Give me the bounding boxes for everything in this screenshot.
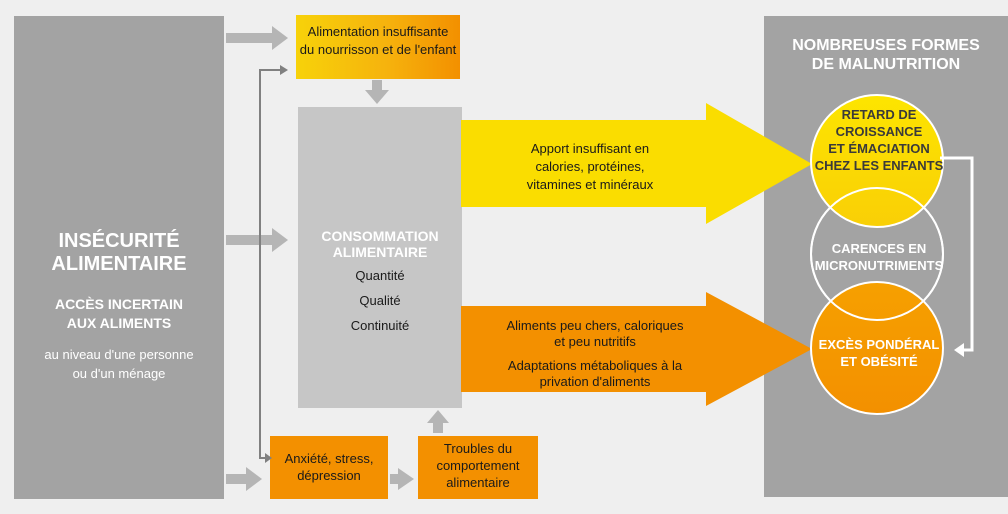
arrow-anxiety-to-troubles xyxy=(390,468,414,490)
insufficient-intake-line1: Apport insuffisant en xyxy=(530,141,650,156)
anxiety-line1: Anxiété, stress, xyxy=(284,451,374,466)
obesity-line1: EXCÈS PONDÉRAL xyxy=(818,337,940,352)
stunting-to-obesity-connector xyxy=(940,156,974,352)
uncertain-access-line1: ACCÈS INCERTAIN xyxy=(54,296,184,312)
stunting-label: RETARD DE CROISSANCE ET ÉMACIATION CHEZ … xyxy=(804,106,954,174)
arrow-to-anxiety xyxy=(226,467,262,491)
uncertain-access-label: ACCÈS INCERTAIN AUX ALIMENTS xyxy=(14,295,224,333)
cheap-foods-label: Aliments peu chers, caloriques et peu nu… xyxy=(490,318,700,350)
obesity-circle xyxy=(810,281,944,415)
arrow-to-infant-feeding xyxy=(226,26,288,50)
food-consumption-title-line2: ALIMENTAIRE xyxy=(332,244,428,260)
household-level-label: au niveau d'une personne ou d'un ménage xyxy=(14,345,224,383)
metabolic-adaptation-line2: privation d'aliments xyxy=(539,374,651,389)
cheap-foods-line1: Aliments peu chers, caloriques xyxy=(506,318,684,333)
infant-feeding-line1: Alimentation insuffisante xyxy=(307,24,449,39)
consumption-continuity: Continuité xyxy=(350,318,410,333)
micronutrient-circle-outline xyxy=(810,187,944,321)
micronutrient-line1: CARENCES EN xyxy=(831,241,927,256)
consumption-quantity: Quantité xyxy=(355,268,405,283)
eating-disorder-label: Troubles du comportement alimentaire xyxy=(418,440,538,491)
insufficient-intake-label: Apport insuffisant en calories, protéine… xyxy=(490,140,690,194)
stunting-circle xyxy=(810,94,944,228)
insufficient-intake-line2: calories, protéines, xyxy=(535,159,645,174)
food-insecurity-title: INSÉCURITÉ ALIMENTAIRE xyxy=(14,230,224,276)
stunting-line1: RETARD DE xyxy=(841,107,917,122)
feedback-connector xyxy=(259,69,282,459)
eating-disorder-box xyxy=(418,436,538,499)
obesity-line2: ET OBÉSITÉ xyxy=(840,354,918,369)
stunting-line2: CROISSANCE xyxy=(835,124,923,139)
food-insecurity-title-line2: ALIMENTAIRE xyxy=(51,253,187,275)
stunting-line4: CHEZ LES ENFANTS xyxy=(814,158,944,173)
malnutrition-title-line1: NOMBREUSES FORMES xyxy=(792,37,980,54)
feedback-arrowhead-top xyxy=(280,65,288,75)
eating-disorder-line2: comportement xyxy=(436,458,520,473)
household-level-line1: au niveau d'une personne xyxy=(44,347,194,362)
insufficient-intake-line3: vitamines et minéraux xyxy=(526,177,654,192)
food-insecurity-title-line1: INSÉCURITÉ xyxy=(58,230,180,252)
stunting-line3: ET ÉMACIATION xyxy=(828,141,930,156)
infant-feeding-box xyxy=(296,15,460,79)
food-consumption-title-line1: CONSOMMATION xyxy=(321,228,439,244)
arrow-to-consumption xyxy=(226,228,288,252)
anxiety-box xyxy=(270,436,388,499)
food-insecurity-block xyxy=(14,16,224,499)
cheap-foods-arrow xyxy=(461,292,812,406)
consumption-quality: Qualité xyxy=(359,293,401,308)
metabolic-adaptation-line1: Adaptations métaboliques à la xyxy=(507,358,683,373)
household-level-line2: ou d'un ménage xyxy=(72,366,166,381)
micronutrient-line2: MICRONUTRIMENTS xyxy=(814,258,944,273)
eating-disorder-line3: alimentaire xyxy=(446,475,510,490)
arrow-infant-to-consumption xyxy=(365,80,389,104)
metabolic-adaptation-label: Adaptations métaboliques à la privation … xyxy=(490,358,700,390)
anxiety-label: Anxiété, stress, dépression xyxy=(270,450,388,484)
malnutrition-forms-title: NOMBREUSES FORMES DE MALNUTRITION xyxy=(764,36,1008,74)
infant-feeding-label: Alimentation insuffisante du nourrisson … xyxy=(296,23,460,59)
malnutrition-title-line2: DE MALNUTRITION xyxy=(811,56,961,73)
insufficient-intake-arrow xyxy=(461,103,812,224)
arrow-troubles-to-consumption xyxy=(427,410,449,433)
eating-disorder-line1: Troubles du xyxy=(443,441,513,456)
micronutrient-label: CARENCES EN MICRONUTRIMENTS xyxy=(804,240,954,274)
connector-arrowhead xyxy=(954,343,964,357)
obesity-label: EXCÈS PONDÉRAL ET OBÉSITÉ xyxy=(804,336,954,370)
food-consumption-box xyxy=(298,107,462,408)
feedback-arrowhead-bottom xyxy=(265,453,272,463)
cheap-foods-line2: et peu nutritifs xyxy=(554,334,636,349)
anxiety-line2: dépression xyxy=(297,468,361,483)
food-consumption-title: CONSOMMATION ALIMENTAIRE xyxy=(298,228,462,260)
uncertain-access-line2: AUX ALIMENTS xyxy=(66,315,172,331)
infant-feeding-line2: du nourrisson et de l'enfant xyxy=(299,42,457,57)
